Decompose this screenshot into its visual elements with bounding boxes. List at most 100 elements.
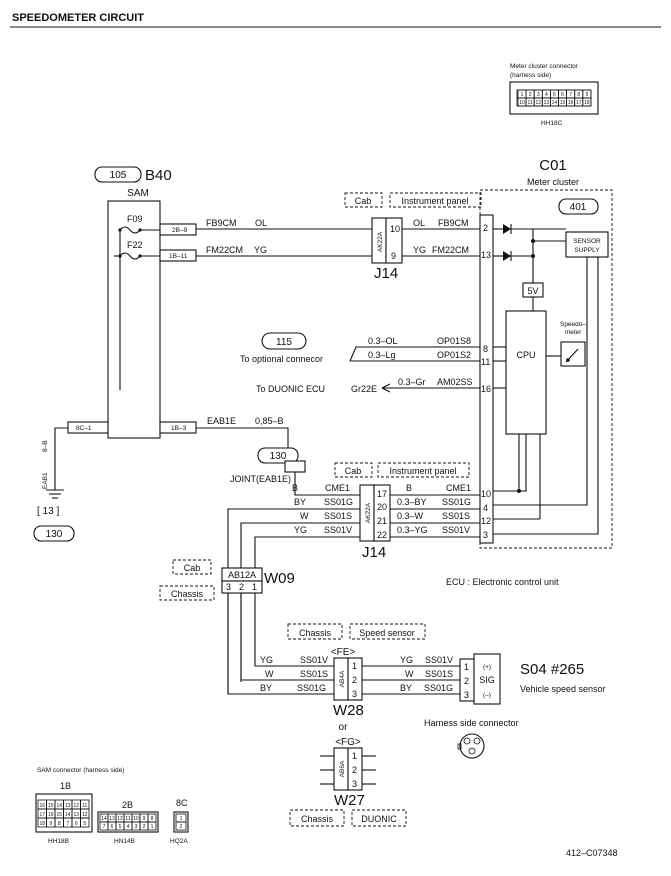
joint-ref: 130 bbox=[270, 451, 287, 462]
c1-pin-label: 7 bbox=[66, 821, 69, 827]
sam-ref-oval bbox=[94, 166, 142, 183]
page-title: SPEEDOMETER CIRCUIT bbox=[12, 12, 144, 24]
diode-2 bbox=[503, 251, 511, 261]
v5-label: 5V bbox=[527, 286, 538, 296]
w09-cab: Cab bbox=[184, 563, 201, 573]
w28-left-ss01g: SS01G bbox=[297, 683, 326, 693]
meter-pin-13: 13 bbox=[481, 250, 491, 260]
sensor-plus: (+) bbox=[483, 664, 491, 671]
figure-code: 412–C07348 bbox=[566, 848, 618, 858]
w28-right-ss01g: SS01G bbox=[424, 683, 453, 693]
w28-right-yg: YG bbox=[400, 655, 413, 665]
meter-ref: 401 bbox=[570, 202, 587, 213]
j14-top-panel: Instrument panel bbox=[401, 196, 468, 206]
w27-pins-box bbox=[347, 747, 363, 791]
pin-8c1: 8C–1 bbox=[76, 425, 92, 432]
c1-code: HH18B bbox=[48, 838, 69, 845]
cpu-box bbox=[505, 310, 547, 435]
c1-pin-label: 12 bbox=[73, 803, 79, 809]
wire-ss01g-label: SS01G bbox=[324, 497, 353, 507]
j14-bot-pin20: 20 bbox=[377, 502, 387, 512]
j14-top-pin9: 9 bbox=[391, 251, 396, 261]
j14-top-cab: Cab bbox=[355, 196, 372, 206]
sam-ref: 105 bbox=[110, 170, 127, 181]
wire-03by: 0.3–BY bbox=[397, 497, 427, 507]
c1-label: 1B bbox=[60, 781, 71, 791]
w27-variant: <FG> bbox=[335, 737, 361, 748]
c1-pin-label: 17 bbox=[39, 812, 45, 818]
meter-conn-pin-label: 3 bbox=[537, 92, 540, 98]
meter-conn-pin-label: 5 bbox=[553, 92, 556, 98]
j14-bot-panel-box bbox=[377, 462, 470, 478]
meter-conn-code: HH18C bbox=[541, 120, 563, 127]
optional-ref-oval bbox=[261, 332, 307, 350]
w27-chassis: Chassis bbox=[301, 814, 334, 824]
sam-conn-title: SAM connector (harness side) bbox=[37, 767, 124, 774]
w27-pin2: 2 bbox=[352, 765, 357, 775]
pin-2b9: 2B–9 bbox=[172, 227, 188, 234]
w28-left-ss01s: SS01S bbox=[300, 669, 328, 679]
pin-1b3: 1B–3 bbox=[171, 425, 187, 432]
w09-pins-box bbox=[221, 580, 263, 594]
c1-pin-label: 5 bbox=[83, 821, 86, 827]
sensor-sig: SIG bbox=[479, 675, 495, 685]
w28-conn: AB4A bbox=[339, 670, 346, 687]
wire-fm22cm-label: FM22CM bbox=[206, 245, 243, 255]
wire-yg-bot-label: YG bbox=[294, 525, 307, 535]
w09-chassis-box bbox=[159, 585, 215, 601]
w28-chassis-box bbox=[287, 623, 343, 640]
w28-pins-box bbox=[347, 657, 363, 701]
w27-chassis-box bbox=[289, 809, 345, 827]
c2-pin-label: 8 bbox=[151, 816, 154, 822]
c1-pin-label: 14 bbox=[56, 803, 62, 809]
w28-left-by: BY bbox=[260, 683, 272, 693]
wire-op01s2: OP01S2 bbox=[437, 350, 471, 360]
c1-pin-label: 11 bbox=[82, 803, 87, 809]
c2-label: 2B bbox=[122, 800, 133, 810]
w09-chassis: Chassis bbox=[171, 589, 204, 599]
w28-pin3: 3 bbox=[352, 689, 357, 699]
c2-pin-label: 5 bbox=[119, 824, 122, 830]
wire-fm22cm-right-label: FM22CM bbox=[432, 245, 469, 255]
meter-pin-strip bbox=[479, 214, 494, 544]
sam-name: SAM bbox=[127, 188, 149, 199]
meter-name: Meter cluster bbox=[527, 177, 579, 187]
c1-pin-label: 13 bbox=[73, 812, 79, 818]
meter-conn-pin-label: 2 bbox=[529, 92, 532, 98]
joint-box bbox=[284, 460, 306, 473]
meter-pin-2: 2 bbox=[483, 223, 488, 233]
w09-cab-box bbox=[172, 559, 212, 575]
w28-name: W28 bbox=[333, 702, 364, 719]
c1-pin-label: 16 bbox=[39, 803, 45, 809]
wire-085b: 0,85–B bbox=[255, 416, 284, 426]
w28-right-w: W bbox=[405, 669, 414, 679]
j14-bottom: Cab Instrument panel AK22A 17 20 21 22 J… bbox=[334, 462, 470, 561]
c3-label: 8C bbox=[176, 798, 188, 808]
joint-label: JOINT(EAB1E) bbox=[230, 474, 291, 484]
wire-03gr: 0.3–Gr bbox=[398, 377, 426, 387]
wire-gr22e: Gr22E bbox=[351, 384, 377, 394]
c2-pin-label: 9 bbox=[143, 816, 146, 822]
optional-ref: 115 bbox=[276, 337, 292, 348]
diode-1 bbox=[503, 224, 511, 234]
wire-ss01s-label: SS01S bbox=[324, 511, 352, 521]
w27-duonic-box bbox=[351, 809, 407, 827]
sensor-pin1: 1 bbox=[464, 662, 469, 672]
w27-duonic: DUONIC bbox=[361, 814, 397, 824]
wire-03yg: 0.3–YG bbox=[397, 525, 428, 535]
w27-conn: AB6A bbox=[339, 760, 346, 777]
j14-top-cab-box bbox=[344, 192, 383, 208]
meter-pin-16: 16 bbox=[481, 384, 491, 394]
sensor-harness-connector bbox=[459, 733, 485, 759]
w27-connector: <FG> AB6A 1 2 3 W27 Chassis DUONIC bbox=[289, 737, 407, 827]
meter-connector-inset: Meter cluster connector (harness side) 1… bbox=[509, 63, 599, 127]
meter-conn-pin-label: 18 bbox=[584, 100, 590, 106]
ground-wire-color: 8–B bbox=[42, 440, 49, 452]
sam-box bbox=[107, 200, 161, 439]
ecu-note: ECU : Electronic control unit bbox=[446, 577, 559, 587]
ground-wire-label: EAB1 bbox=[42, 472, 49, 489]
sensor-supply-l2: SUPPLY bbox=[574, 247, 600, 254]
wire-w-label: W bbox=[300, 511, 309, 521]
